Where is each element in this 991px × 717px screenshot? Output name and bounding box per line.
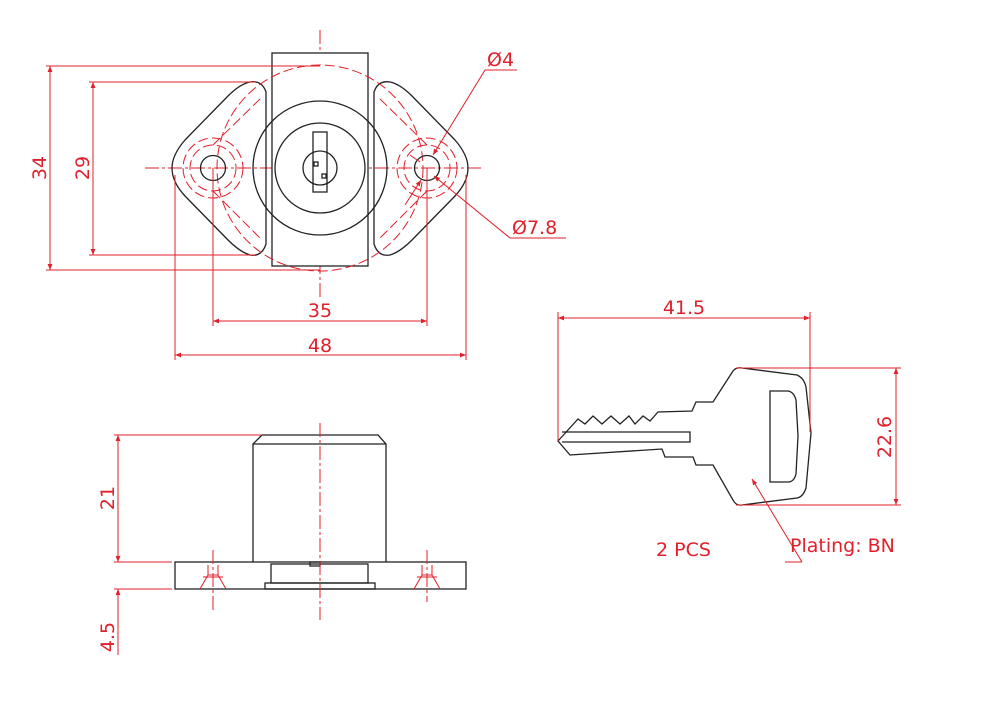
- key-outline: [557, 367, 812, 506]
- side-view: 21 4.5: [97, 423, 467, 655]
- dim-35: 35: [308, 300, 332, 322]
- dim-4-5: 4.5: [97, 622, 119, 652]
- keyway: [312, 131, 328, 193]
- dim-counterbore-diameter: Ø7.8: [512, 217, 557, 239]
- dim-48: 48: [308, 335, 332, 357]
- key-head-slot: [769, 390, 799, 483]
- dim-22-6: 22.6: [874, 416, 896, 458]
- dim-29: 29: [72, 156, 94, 180]
- dim-hole-diameter: Ø4: [487, 49, 514, 71]
- right-flange: [373, 81, 469, 256]
- quantity-note: 2 PCS: [656, 539, 711, 561]
- dim-41-5: 41.5: [663, 297, 705, 319]
- dim-21: 21: [97, 486, 119, 510]
- dim-34: 34: [29, 156, 51, 180]
- lock-body: [271, 52, 369, 267]
- cylinder-outer: [252, 100, 388, 236]
- top-view: 34 29 35 48 Ø4 Ø7.8: [29, 30, 566, 360]
- key-view: 41.5 22.6 2 PCS Plating: BN: [557, 297, 901, 563]
- plating-note: Plating: BN: [790, 535, 895, 557]
- key-groove: [562, 431, 691, 443]
